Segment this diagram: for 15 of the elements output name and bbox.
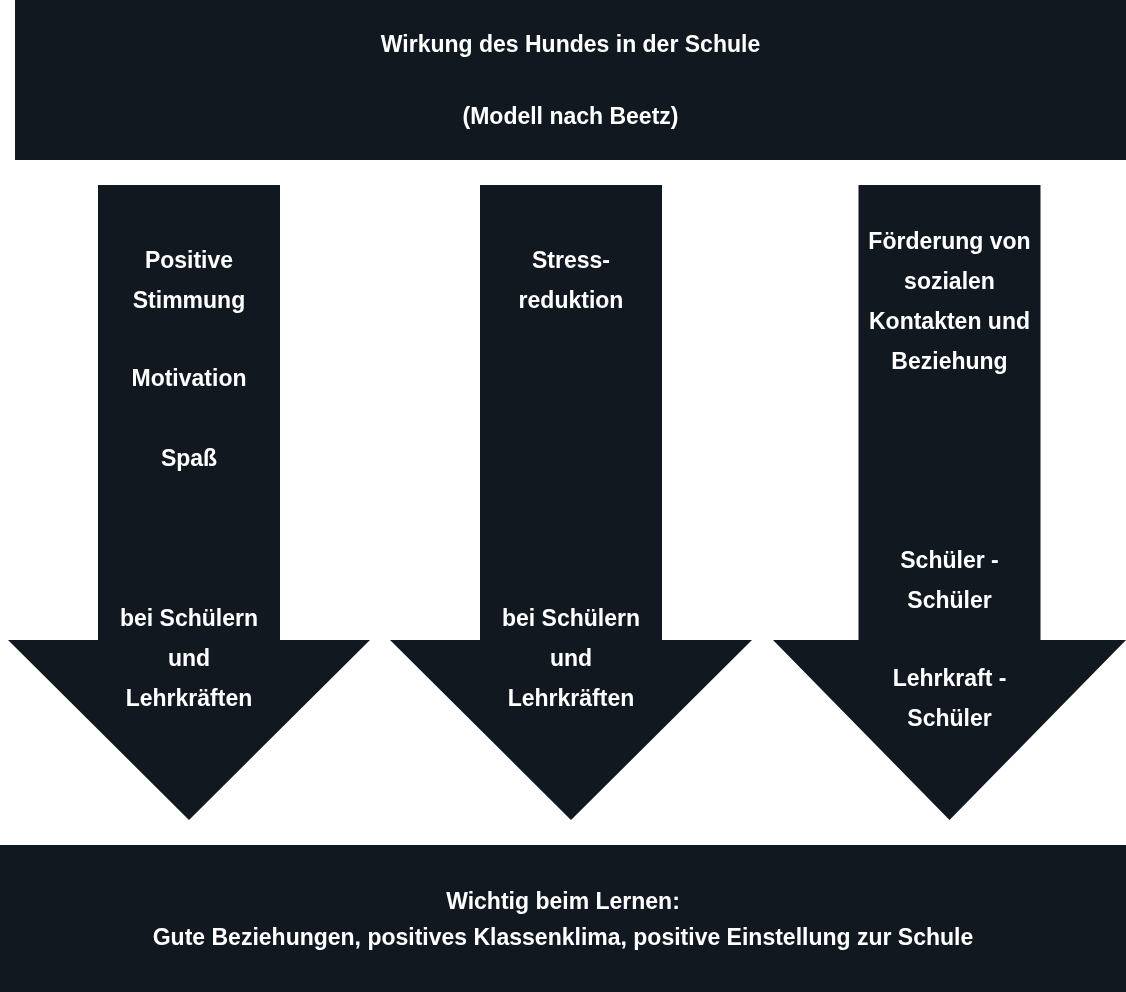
arrow-text: Spaß (159, 444, 219, 473)
arrow-text: Positive Stimmung (131, 246, 247, 315)
title-banner (0, 845, 1126, 992)
banner-text: Wirkung des Hundes in der Schule (380, 30, 761, 59)
title-banner (15, 0, 1126, 160)
banner-text: Wichtig beim Lernen: (446, 886, 680, 916)
arrow-text: Stress-reduktion (517, 246, 625, 315)
arrow-text: Förderung von sozialen Kontakten und Beziehung (867, 227, 1032, 376)
arrow-text: bei Schülern und Lehrkräften (500, 604, 641, 713)
arrow-text: Motivation (130, 364, 248, 393)
banner-text: Gute Beziehungen, positives Klassenklima, positive Einstellung zur Schule (152, 922, 974, 952)
arrow-text: Lehrkraft - Schüler (891, 664, 1008, 733)
arrow-text: bei Schülern und Lehrkräften (118, 604, 259, 713)
arrow-text: Schüler - Schüler (899, 546, 1000, 615)
banner-text: (Modell nach Beetz) (462, 102, 679, 131)
